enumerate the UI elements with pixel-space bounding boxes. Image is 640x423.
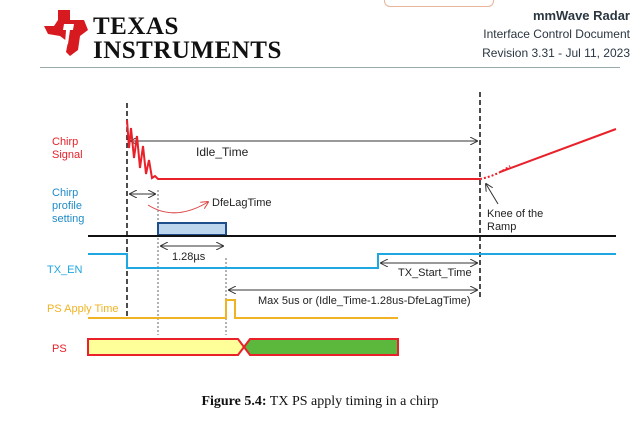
knee-pointer <box>486 184 499 205</box>
figure-caption: Figure 5.4: TX PS apply timing in a chir… <box>0 394 640 410</box>
label-ps: PS <box>52 343 67 355</box>
tx-en-trace <box>88 253 616 269</box>
label-ps-apply: PS Apply Time <box>47 303 119 315</box>
chirp-signal-trace <box>126 119 480 180</box>
label-tx-en: TX_EN <box>47 264 83 276</box>
label-chirp-signal-1: Chirp <box>52 136 78 148</box>
block-time-label: 1.28µs <box>172 251 206 263</box>
ps-old-state <box>87 338 246 356</box>
knee-label-1: Knee of the <box>487 208 543 220</box>
dfe-lag-label: DfeLagTime <box>212 197 272 209</box>
chirp-ramp <box>499 128 617 173</box>
ti-logo-icon <box>44 10 88 56</box>
logo-text-texas: Texas <box>93 13 179 40</box>
knee-label-2: Ramp <box>487 221 516 233</box>
tx-start-label: TX_Start_Time <box>398 267 472 279</box>
timing-diagram: Chirp Signal Chirp profile setting TX_EN… <box>47 92 617 356</box>
chirp-knee-dots <box>479 165 511 180</box>
label-chirp-signal-2: Signal <box>52 149 83 161</box>
label-profile-1: Chirp <box>52 187 78 199</box>
header-rule <box>40 67 620 68</box>
idle-time-label: Idle_Time <box>196 145 249 159</box>
logo-text-instruments: Instruments <box>93 37 282 64</box>
profile-setting-block <box>157 222 227 236</box>
caption-label: Figure 5.4: <box>201 394 267 409</box>
caption-text: TX PS apply timing in a chirp <box>269 394 439 409</box>
max-time-label: Max 5us or (Idle_Time-1.28us-DfeLagTime) <box>258 295 471 307</box>
dfe-lag-pointer <box>147 202 208 214</box>
header-product: mmWave Radar <box>532 8 630 23</box>
label-profile-3: setting <box>52 213 84 225</box>
header-revision: Revision 3.31 - Jul 11, 2023 <box>482 46 630 60</box>
ps-apply-trace <box>88 299 398 319</box>
header-doc-title: Interface Control Document <box>483 27 630 41</box>
ps-new-state <box>242 338 399 356</box>
label-profile-2: profile <box>52 200 82 212</box>
